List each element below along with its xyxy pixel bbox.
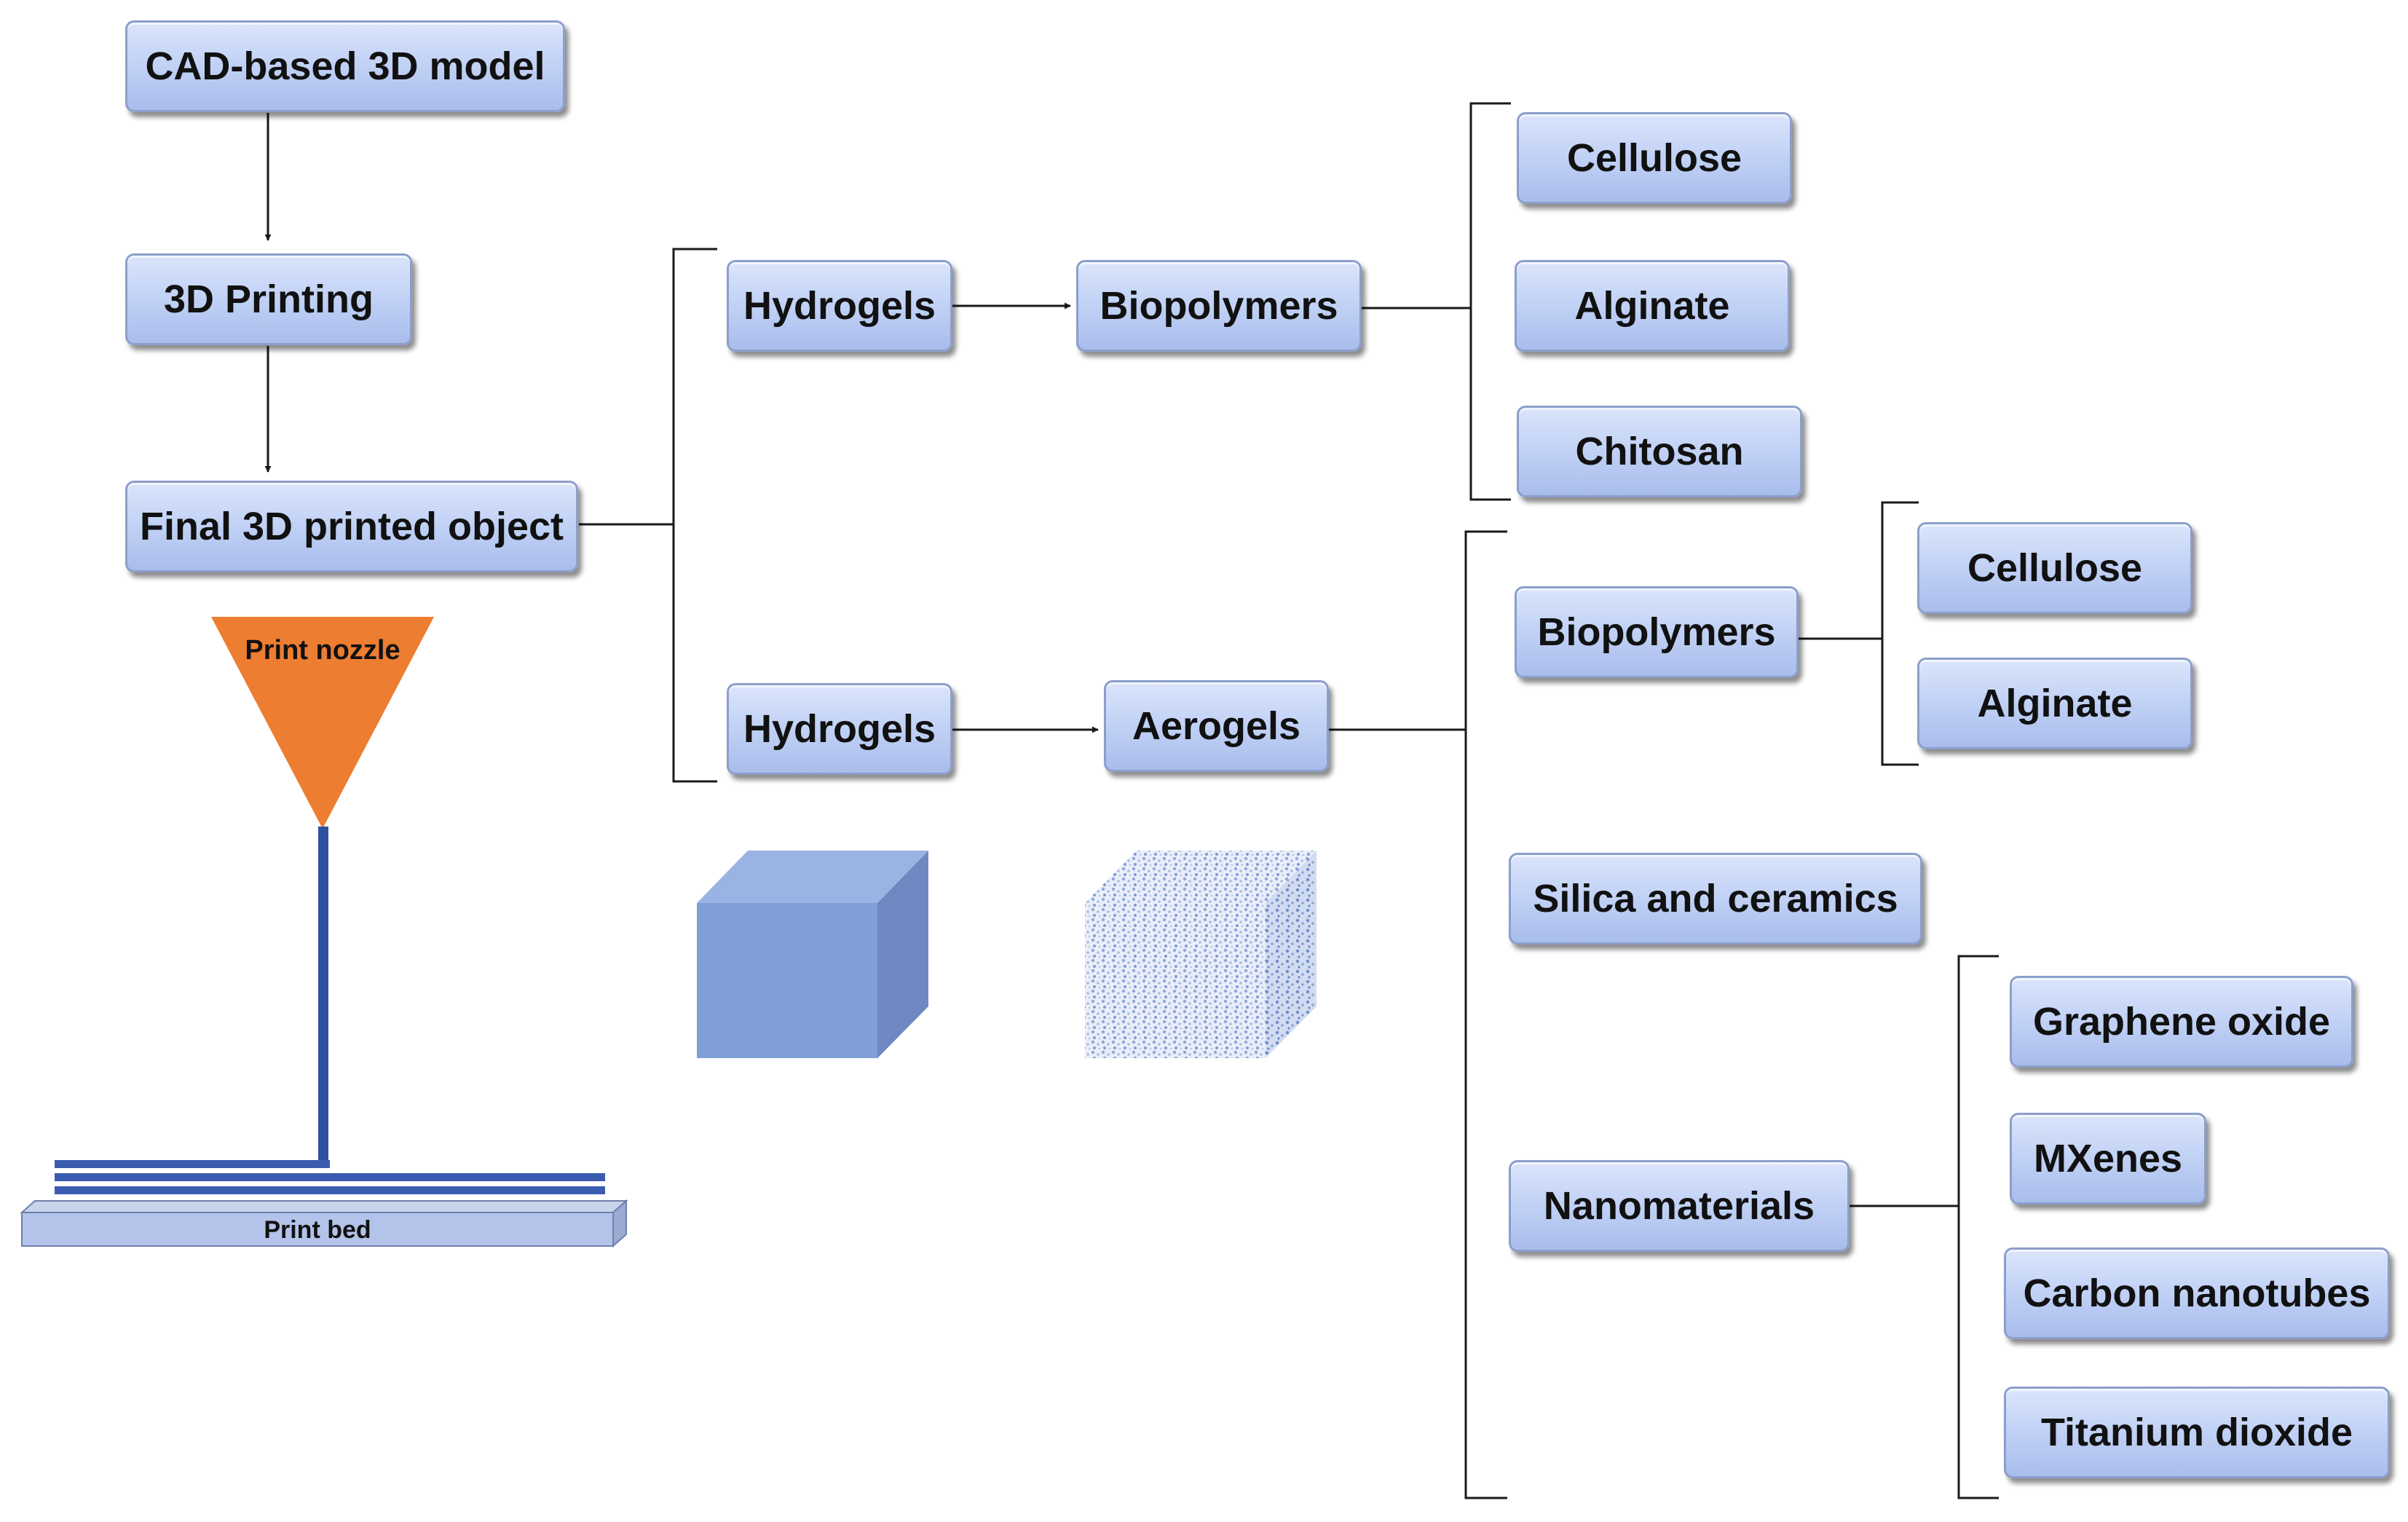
print-nozzle-label: Print nozzle	[245, 635, 400, 666]
print-bed-label: Print bed	[264, 1216, 371, 1244]
aerogel-bracket	[1464, 530, 1507, 1499]
aerogels-box: Aerogels	[1104, 680, 1329, 772]
hydrogels-box-bottom: Hydrogels	[727, 683, 952, 775]
flow-arrows	[264, 113, 1099, 733]
nano-bracket	[1957, 955, 1999, 1499]
print-nozzle	[211, 617, 434, 829]
mxenes-box: MXenes	[2010, 1113, 2206, 1204]
filament-layer	[55, 1186, 605, 1194]
final-object-box: Final 3D printed object	[125, 481, 578, 572]
chitosan-box-top: Chitosan	[1517, 406, 1802, 497]
carbon-nanotubes-box: Carbon nanotubes	[2004, 1247, 2390, 1339]
printer-illustration: Print nozzle Print bed	[20, 617, 628, 1248]
alginate-box-top: Alginate	[1515, 260, 1790, 352]
silica-ceramics-box: Silica and ceramics	[1509, 853, 1922, 945]
brackets	[579, 102, 1999, 1499]
alginate-box-aerogel: Alginate	[1917, 658, 2192, 749]
cad-model-box: CAD-based 3D model	[125, 20, 565, 112]
titanium-dioxide-box: Titanium dioxide	[2004, 1387, 2390, 1478]
biopolymers-box-top: Biopolymers	[1076, 260, 1362, 352]
cellulose-box-aerogel: Cellulose	[1917, 522, 2192, 614]
print-bed	[20, 1199, 628, 1248]
graphene-oxide-box: Graphene oxide	[2010, 976, 2353, 1068]
nanomaterials-box: Nanomaterials	[1509, 1160, 1850, 1252]
main-bracket	[672, 248, 717, 783]
filament-layer	[55, 1160, 330, 1168]
aerogel-bio-bracket	[1881, 501, 1919, 766]
biopolymers-box-aerogel: Biopolymers	[1515, 586, 1799, 678]
printing-box: 3D Printing	[125, 253, 412, 345]
hydrogel-cube	[697, 851, 928, 1058]
filament-strand	[318, 827, 328, 1165]
aerogel-cube	[1085, 851, 1316, 1058]
top-items-bracket	[1469, 102, 1511, 501]
cellulose-box-top: Cellulose	[1517, 112, 1792, 204]
hydrogels-box-top: Hydrogels	[727, 260, 952, 352]
filament-layer	[55, 1173, 605, 1181]
